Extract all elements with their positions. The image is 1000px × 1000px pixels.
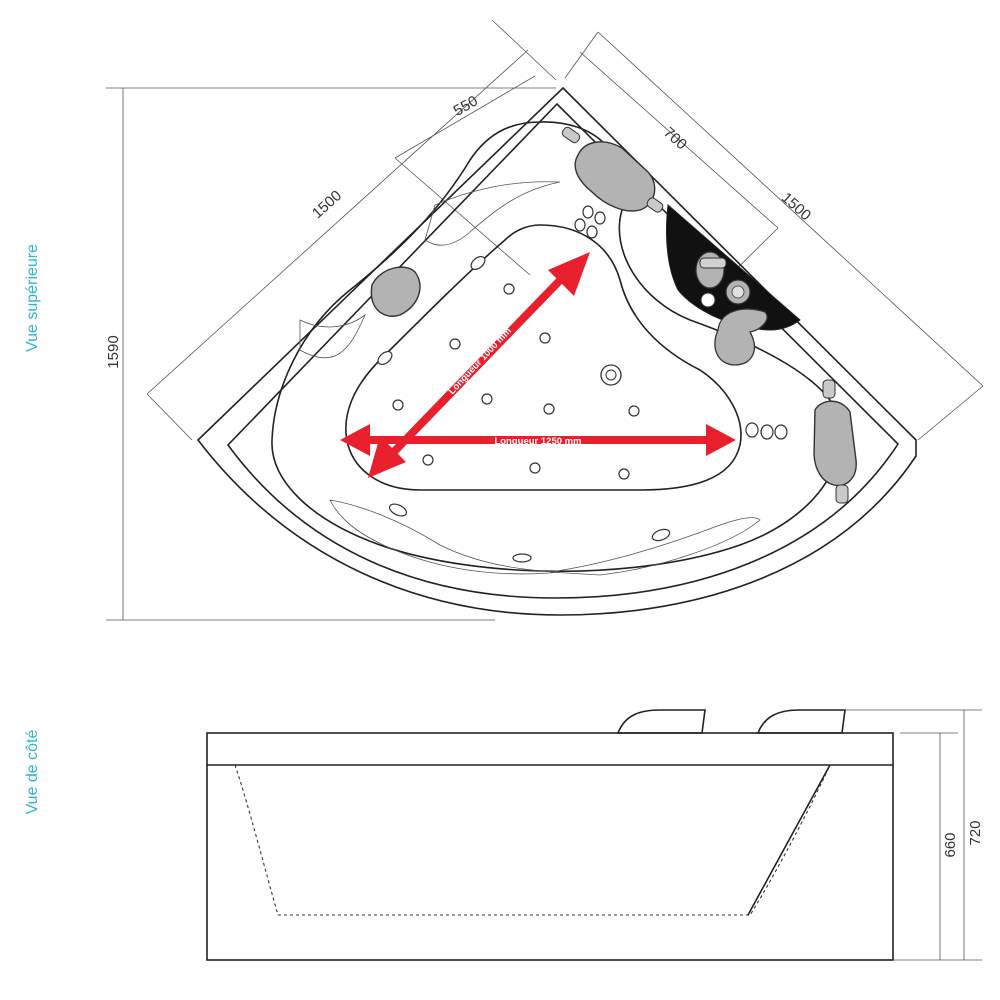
air-jets bbox=[392, 283, 640, 480]
dim-left-1500: 1500 bbox=[309, 187, 345, 222]
side-nozzles bbox=[377, 255, 671, 563]
spout-icon bbox=[714, 308, 768, 366]
pillow-left bbox=[370, 266, 421, 317]
pillow-right bbox=[813, 379, 857, 504]
dim-720: 720 bbox=[967, 820, 984, 845]
arrow-horizontal bbox=[340, 424, 736, 456]
diverter-icon bbox=[700, 292, 716, 308]
dim-700: 700 bbox=[660, 124, 690, 153]
faucet-hot bbox=[695, 251, 727, 289]
side-view-dimension-lines bbox=[845, 709, 982, 961]
knob-center bbox=[725, 279, 751, 305]
tub-top-view bbox=[196, 86, 917, 616]
massage-jets bbox=[574, 205, 788, 440]
dim-1590: 1590 bbox=[105, 335, 122, 368]
dim-660: 660 bbox=[942, 832, 959, 857]
side-view-label: Vue de côté bbox=[24, 730, 41, 815]
top-view-dimension-lines bbox=[106, 19, 984, 621]
control-panel bbox=[666, 203, 801, 331]
dim-right-1500: 1500 bbox=[778, 189, 814, 224]
drain-icon bbox=[600, 364, 622, 386]
arrow-diagonal-label: Longueur 1000 mm bbox=[446, 326, 513, 397]
arrow-diagonal bbox=[368, 252, 590, 478]
top-view-label: Vue supérieure bbox=[24, 244, 41, 352]
pillow-top bbox=[561, 126, 664, 213]
tub-side-view bbox=[206, 709, 894, 961]
arrow-horizontal-label: Longueur 1250 mm bbox=[494, 436, 581, 447]
